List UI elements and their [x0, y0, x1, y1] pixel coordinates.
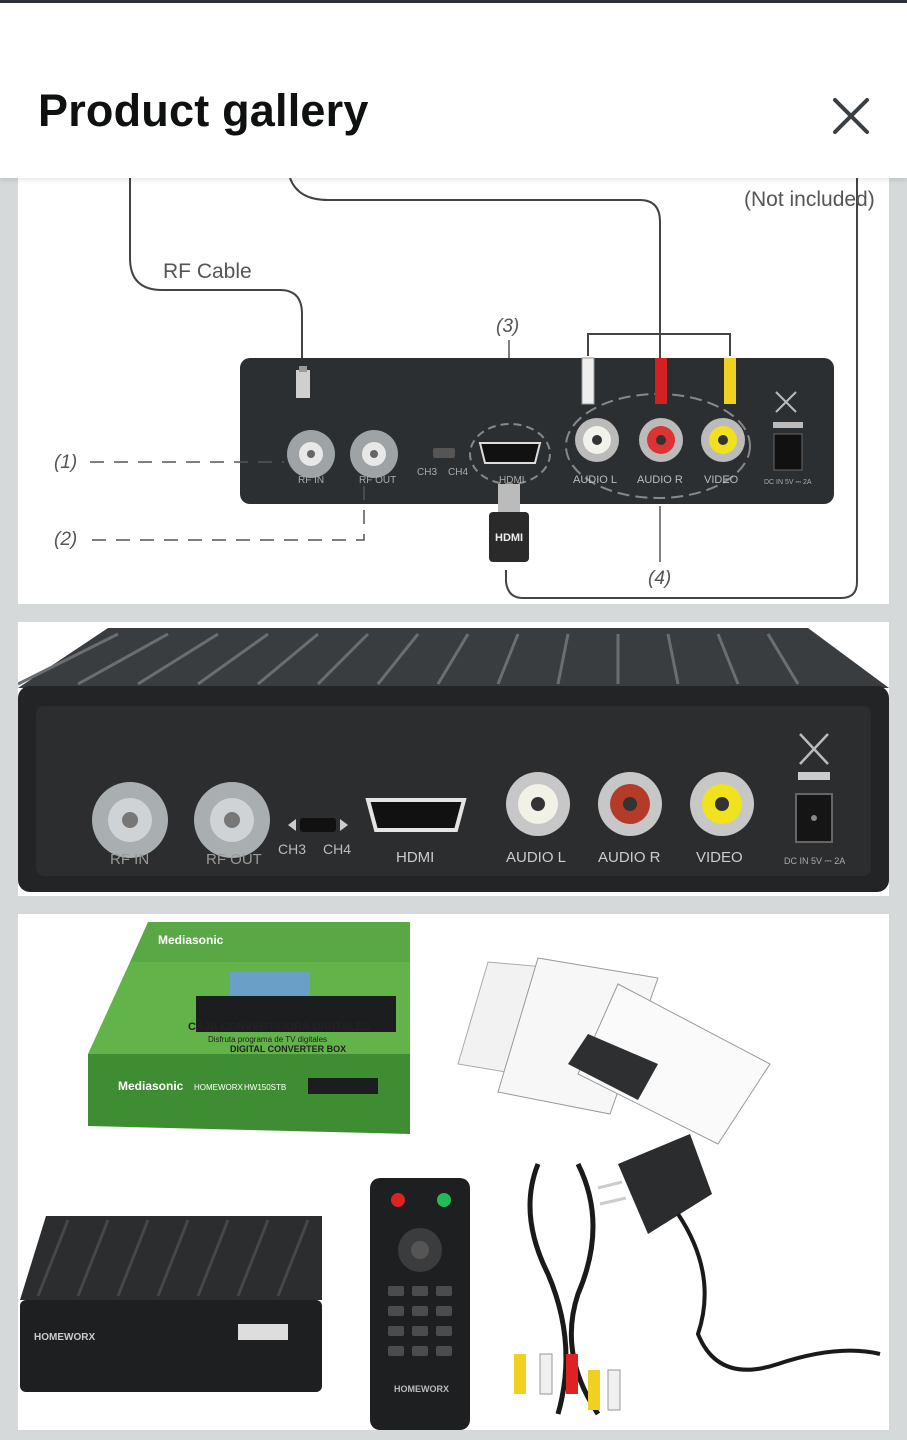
- diagram-ch4-label: CH4: [448, 467, 468, 478]
- gallery-image-connection-diagram[interactable]: (Not included) RF Cable (3) RF IN RF OUT…: [18, 178, 889, 604]
- rear-ch4-label: CH4: [323, 841, 351, 857]
- not-included-label: (Not included): [744, 188, 875, 211]
- gallery-image-package-contents[interactable]: Mediasonic CAJA CONVERTIDORA DIGITALES D…: [18, 914, 889, 1430]
- box-line-label: HOMEWORX: [194, 1083, 244, 1092]
- diagram-ch3-label: CH3: [417, 467, 437, 478]
- callout-4: (4): [648, 568, 671, 589]
- hdmi-plug-label: HDMI: [495, 532, 523, 544]
- diagram-rf-in-label: RF IN: [298, 475, 324, 486]
- page-title: Product gallery: [38, 85, 369, 136]
- diagram-video-label: VIDEO: [704, 474, 739, 486]
- close-x-icon: [833, 98, 869, 134]
- callout-3: (3): [496, 316, 519, 337]
- rf-cable-label: RF Cable: [163, 260, 252, 283]
- rear-dc-in-label: DC IN 5V ⎓ 2A: [784, 856, 845, 866]
- callout-2: (2): [54, 529, 77, 550]
- rear-video-label: VIDEO: [696, 849, 743, 866]
- box-title-es: CAJA CONVERTIDORA DIGITALES: [188, 1021, 370, 1033]
- box-title-en: DIGITAL CONVERTER BOX: [230, 1044, 346, 1054]
- rear-rf-in-label: RF IN: [110, 851, 149, 868]
- gallery-image-rear-panel[interactable]: RF IN RF OUT CH3 CH4 HDMI AUDIO L AUDIO …: [18, 622, 889, 896]
- close-button[interactable]: [828, 93, 874, 139]
- callout-1: (1): [54, 452, 77, 473]
- rear-audio-l-label: AUDIO L: [506, 849, 566, 866]
- diagram-audio-r-label: AUDIO R: [637, 474, 683, 486]
- top-border: [0, 0, 907, 3]
- rear-hdmi-label: HDMI: [396, 849, 434, 866]
- box-model-label: HW150STB: [244, 1083, 286, 1092]
- gallery-scroll-area[interactable]: (Not included) RF Cable (3) RF IN RF OUT…: [0, 178, 907, 1440]
- diagram-dc-in-label: DC IN 5V ⎓ 2A: [764, 479, 812, 486]
- rear-audio-r-label: AUDIO R: [598, 849, 661, 866]
- device-label: HOMEWORX: [34, 1332, 95, 1343]
- rear-ch3-label: CH3: [278, 841, 306, 857]
- diagram-audio-l-label: AUDIO L: [573, 474, 617, 486]
- box-brand-label: Mediasonic: [158, 933, 224, 947]
- box-brand-side: Mediasonic: [118, 1079, 184, 1093]
- diagram-hdmi-label: HDMI: [499, 475, 525, 486]
- remote-label: HOMEWORX: [394, 1384, 449, 1394]
- box-subtitle-es: Disfruta programa de TV digitales: [208, 1035, 327, 1044]
- gallery-header: Product gallery: [0, 3, 907, 178]
- rear-rf-out-label: RF OUT: [206, 851, 262, 868]
- diagram-rf-out-label: RF OUT: [359, 475, 396, 486]
